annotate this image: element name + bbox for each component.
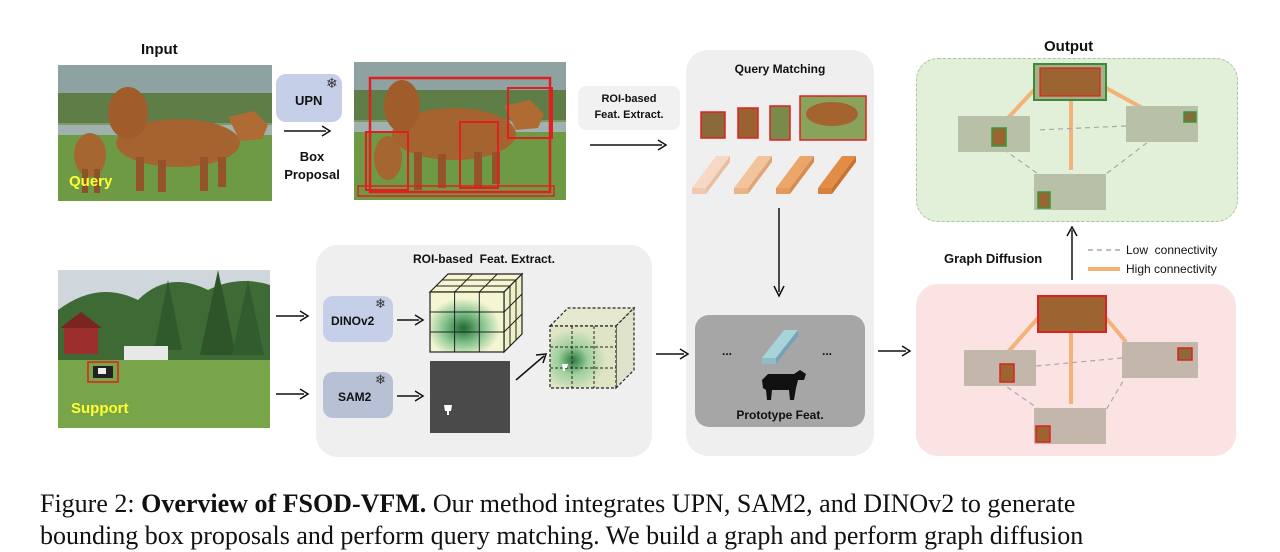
box-proposal-label: Box Proposal [284, 149, 340, 182]
dinov2-module: DINOv2 ❄ [323, 296, 393, 342]
figure-caption: Figure 2: Overview of FSOD-VFM. Our meth… [40, 488, 1260, 552]
support-to-dino-arrow [276, 309, 310, 323]
crop-thumbnails [698, 92, 870, 144]
sam-arrow [397, 389, 425, 403]
query-image: Query [58, 65, 272, 201]
upn-label: UPN [295, 93, 323, 108]
sam-mask [430, 361, 510, 433]
roi-panel-title: ROI-based Feat. Extract. [412, 252, 556, 266]
cube-to-prototype-arrow [656, 347, 690, 361]
query-matching-label: Query Matching [734, 62, 826, 76]
legend-high-line [1088, 265, 1122, 273]
dinov2-label: DINOv2 [331, 314, 375, 328]
sam2-label: SAM2 [338, 390, 372, 404]
caption-line-1: Figure 2: Overview of FSOD-VFM. Our meth… [40, 488, 1260, 520]
caption-line-2: bounding box proposals and perform query… [40, 521, 1084, 550]
prototype-box [695, 315, 865, 427]
output-graph [916, 58, 1236, 220]
snowflake-icon: ❄ [375, 296, 386, 311]
upn-module: UPN ❄ [276, 74, 342, 122]
dino-arrow [397, 313, 425, 327]
graph-diffusion-label: Graph Diffusion [944, 251, 1043, 266]
legend-low-label: Low connectivity [1126, 243, 1218, 257]
sam-to-cube-arrow [514, 350, 550, 382]
caption-title: Overview of FSOD-VFM. [141, 489, 427, 518]
merged-feature-cube [548, 306, 636, 390]
snowflake-icon: ❄ [375, 372, 386, 387]
query-image-caption: Query [69, 173, 113, 190]
caption-prefix: Figure 2: [40, 489, 142, 518]
snowflake-icon: ❄ [326, 75, 338, 91]
roi-top-label-box [578, 86, 680, 130]
roi-top-arrow [590, 138, 670, 152]
prototype-to-graph-arrow [878, 344, 912, 358]
input-graph [916, 284, 1236, 456]
query-feature-bars [690, 148, 870, 196]
dino-feature-cube [428, 272, 524, 354]
support-to-sam-arrow [276, 387, 310, 401]
input-label: Input [141, 41, 178, 58]
prototype-label: Prototype Feat. [736, 408, 824, 422]
upn-arrow [284, 124, 334, 138]
output-label: Output [1044, 38, 1094, 55]
proposal-image [354, 62, 566, 200]
legend-high-label: High connectivity [1126, 262, 1217, 276]
prototype-feature-bar [758, 326, 802, 366]
support-image-caption: Support [71, 400, 129, 417]
support-image: Support [58, 270, 270, 428]
legend-low-line [1088, 246, 1122, 254]
sam2-module: SAM2 ❄ [323, 372, 393, 418]
graph-diffusion-arrow [1064, 226, 1080, 282]
down-arrow [771, 208, 787, 298]
roi-top-label: ROI-based Feat. Extract. [594, 93, 664, 121]
caption-line-1-rest: Our method integrates UPN, SAM2, and DIN… [426, 489, 1076, 518]
prototype-ellipsis-right: ... [822, 344, 833, 358]
cow-silhouette-icon [758, 368, 808, 402]
prototype-ellipsis-left: ... [722, 344, 733, 358]
